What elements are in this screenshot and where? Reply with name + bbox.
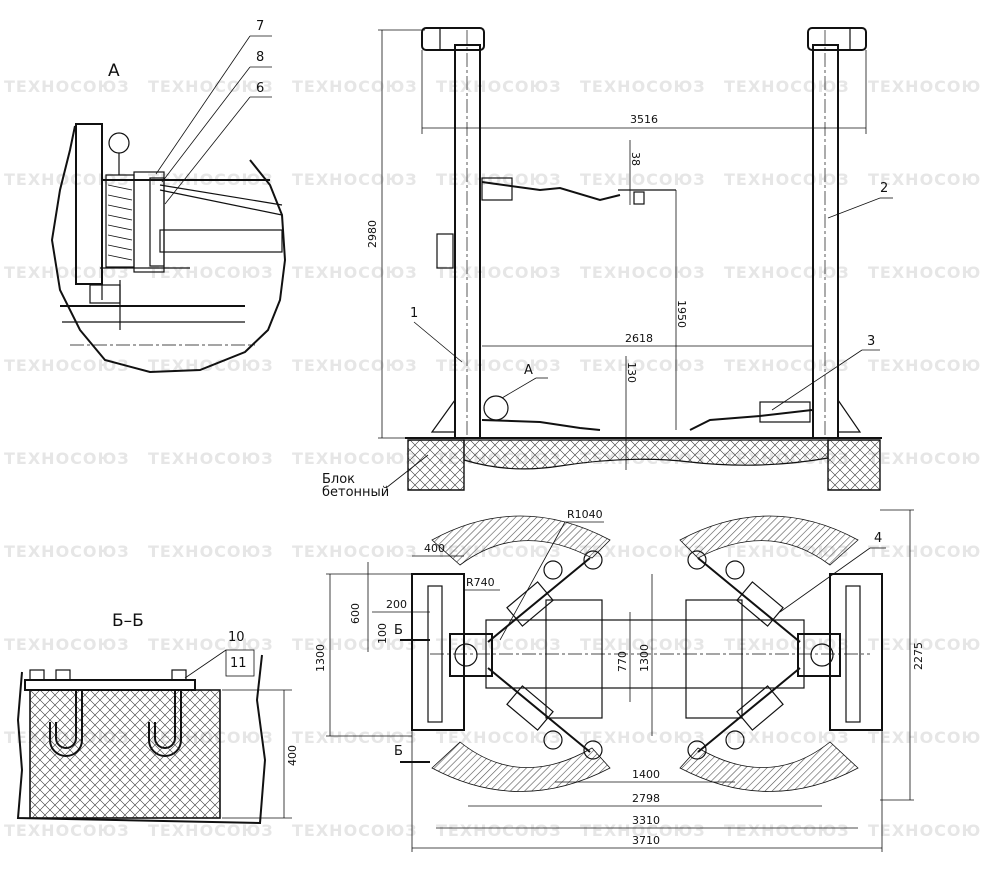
watermark-text: ТЕХНОСОЮЗ (148, 821, 274, 840)
watermark-text: ТЕХНОСОЮЗ (4, 356, 130, 375)
watermark-text: ТЕХНОСОЮЗ (4, 635, 130, 654)
watermark-text: ТЕХНОСОЮЗ (4, 542, 130, 561)
watermark-text: ТЕХНОСОЮЗ (436, 728, 562, 747)
dim-1300-mid: 1300 (638, 644, 651, 672)
callout-10: 10 (228, 630, 245, 645)
watermark-text: ТЕХНОСОЮЗ (148, 77, 274, 96)
dim-3516: 3516 (630, 113, 658, 126)
callout-2: 2 (880, 181, 888, 196)
watermark-text: ТЕХНОСОЮЗ (868, 170, 981, 189)
watermark-text: ТЕХНОСОЮЗ (292, 170, 418, 189)
dim-38: 38 (629, 152, 642, 166)
callout-8: 8 (256, 50, 264, 65)
watermark-text: ТЕХНОСОЮЗ (580, 542, 706, 561)
dim-600: 600 (349, 603, 362, 624)
watermark-text: ТЕХНОСОЮЗ (4, 77, 130, 96)
watermark-text: ТЕХНОСОЮЗ (148, 449, 274, 468)
watermark-text: ТЕХНОСОЮЗ (580, 635, 706, 654)
callout-6: 6 (256, 81, 264, 96)
watermark-text: ТЕХНОСОЮЗ (724, 170, 850, 189)
watermark-text: ТЕХНОСОЮЗ (868, 821, 981, 840)
watermark-text: ТЕХНОСОЮЗ (148, 542, 274, 561)
watermark-text: ТЕХНОСОЮЗ (292, 542, 418, 561)
dim-1400: 1400 (632, 768, 660, 781)
dim-3310: 3310 (632, 814, 660, 827)
watermark-text: ТЕХНОСОЮЗ (580, 263, 706, 282)
concrete-block-label-2: бетонный (322, 485, 389, 500)
watermark-text: ТЕХНОСОЮЗ (436, 635, 562, 654)
dim-400-plan: 400 (424, 542, 445, 555)
dim-400-bb: 400 (286, 745, 299, 766)
callout-1: 1 (410, 306, 418, 321)
detail-view-a: А 7 8 6 (50, 19, 287, 374)
watermark-text: ТЕХНОСОЮЗ (292, 263, 418, 282)
watermark-text: ТЕХНОСОЮЗ (580, 728, 706, 747)
front-elevation: Блок бетонный А 1 2 (322, 27, 893, 500)
watermark-text: ТЕХНОСОЮЗ (4, 170, 130, 189)
watermark-text: ТЕХНОСОЮЗ (292, 821, 418, 840)
watermark-text: ТЕХНОСОЮЗ (4, 821, 130, 840)
watermark-text: ТЕХНОСОЮЗ (724, 821, 850, 840)
watermark-text: ТЕХНОСОЮЗ (292, 77, 418, 96)
watermark-text: ТЕХНОСОЮЗ (148, 635, 274, 654)
watermark-text: ТЕХНОСОЮЗ (148, 263, 274, 282)
view-a-marker: А (524, 363, 533, 378)
watermark-text: ТЕХНОСОЮЗ (4, 449, 130, 468)
watermark-text: ТЕХНОСОЮЗ (868, 728, 981, 747)
watermark-text: ТЕХНОСОЮЗ (724, 728, 850, 747)
plan-view: Б Б R1040 R740 4 400 600 200 100 1300 77… (314, 508, 925, 852)
watermark-text: ТЕХНОСОЮЗ (292, 356, 418, 375)
callout-7: 7 (256, 19, 264, 34)
callout-11: 11 (230, 656, 247, 671)
watermark-text: ТЕХНОСОЮЗ (868, 635, 981, 654)
watermark-text: ТЕХНОСОЮЗ (868, 77, 981, 96)
dim-1950: 1950 (675, 300, 688, 328)
watermark-text: ТЕХНОСОЮЗ (724, 356, 850, 375)
dim-3710: 3710 (632, 834, 660, 847)
dim-2275: 2275 (912, 642, 925, 670)
section-bb-title: Б–Б (112, 611, 144, 631)
callout-4: 4 (874, 531, 882, 546)
watermark-text: ТЕХНОСОЮЗ (868, 263, 981, 282)
dim-1300-left: 1300 (314, 644, 327, 672)
view-a-title: А (108, 61, 120, 81)
radius-740: R740 (466, 576, 495, 589)
watermark-text: ТЕХНОСОЮЗ (580, 821, 706, 840)
dim-2980: 2980 (366, 220, 379, 248)
watermark-text: ТЕХНОСОЮЗ (4, 263, 130, 282)
watermark-text: ТЕХНОСОЮЗ (292, 635, 418, 654)
radius-1040: R1040 (567, 508, 603, 521)
watermark-text: ТЕХНОСОЮЗ (580, 170, 706, 189)
watermark-text: ТЕХНОСОЮЗ (580, 356, 706, 375)
watermark-text: ТЕХНОСОЮЗ (868, 356, 981, 375)
watermark-text: ТЕХНОСОЮЗ (292, 728, 418, 747)
watermark-text: ТЕХНОСОЮЗ (724, 77, 850, 96)
section-b-marker-bottom: Б (394, 744, 403, 759)
watermark-text: ТЕХНОСОЮЗ (868, 542, 981, 561)
concrete-block-label-1: Блок (322, 472, 355, 487)
dim-770: 770 (616, 651, 629, 672)
watermark-text: ТЕХНОСОЮЗ (580, 77, 706, 96)
watermark-text: ТЕХНОСОЮЗ (724, 263, 850, 282)
dim-2618: 2618 (625, 332, 653, 345)
dim-100: 100 (376, 623, 389, 644)
dim-200: 200 (386, 598, 407, 611)
watermark-text: ТЕХНОСОЮЗ (868, 449, 981, 468)
section-b-b: Б–Б 10 11 400 (16, 611, 299, 825)
callout-3: 3 (867, 334, 875, 349)
watermark-text: ТЕХНОСОЮЗ (292, 449, 418, 468)
section-b-marker-top: Б (394, 623, 403, 638)
dim-2798: 2798 (632, 792, 660, 805)
dim-130: 130 (625, 362, 638, 383)
watermark-text: ТЕХНОСОЮЗ (724, 635, 850, 654)
watermark-text: ТЕХНОСОЮЗ (436, 821, 562, 840)
